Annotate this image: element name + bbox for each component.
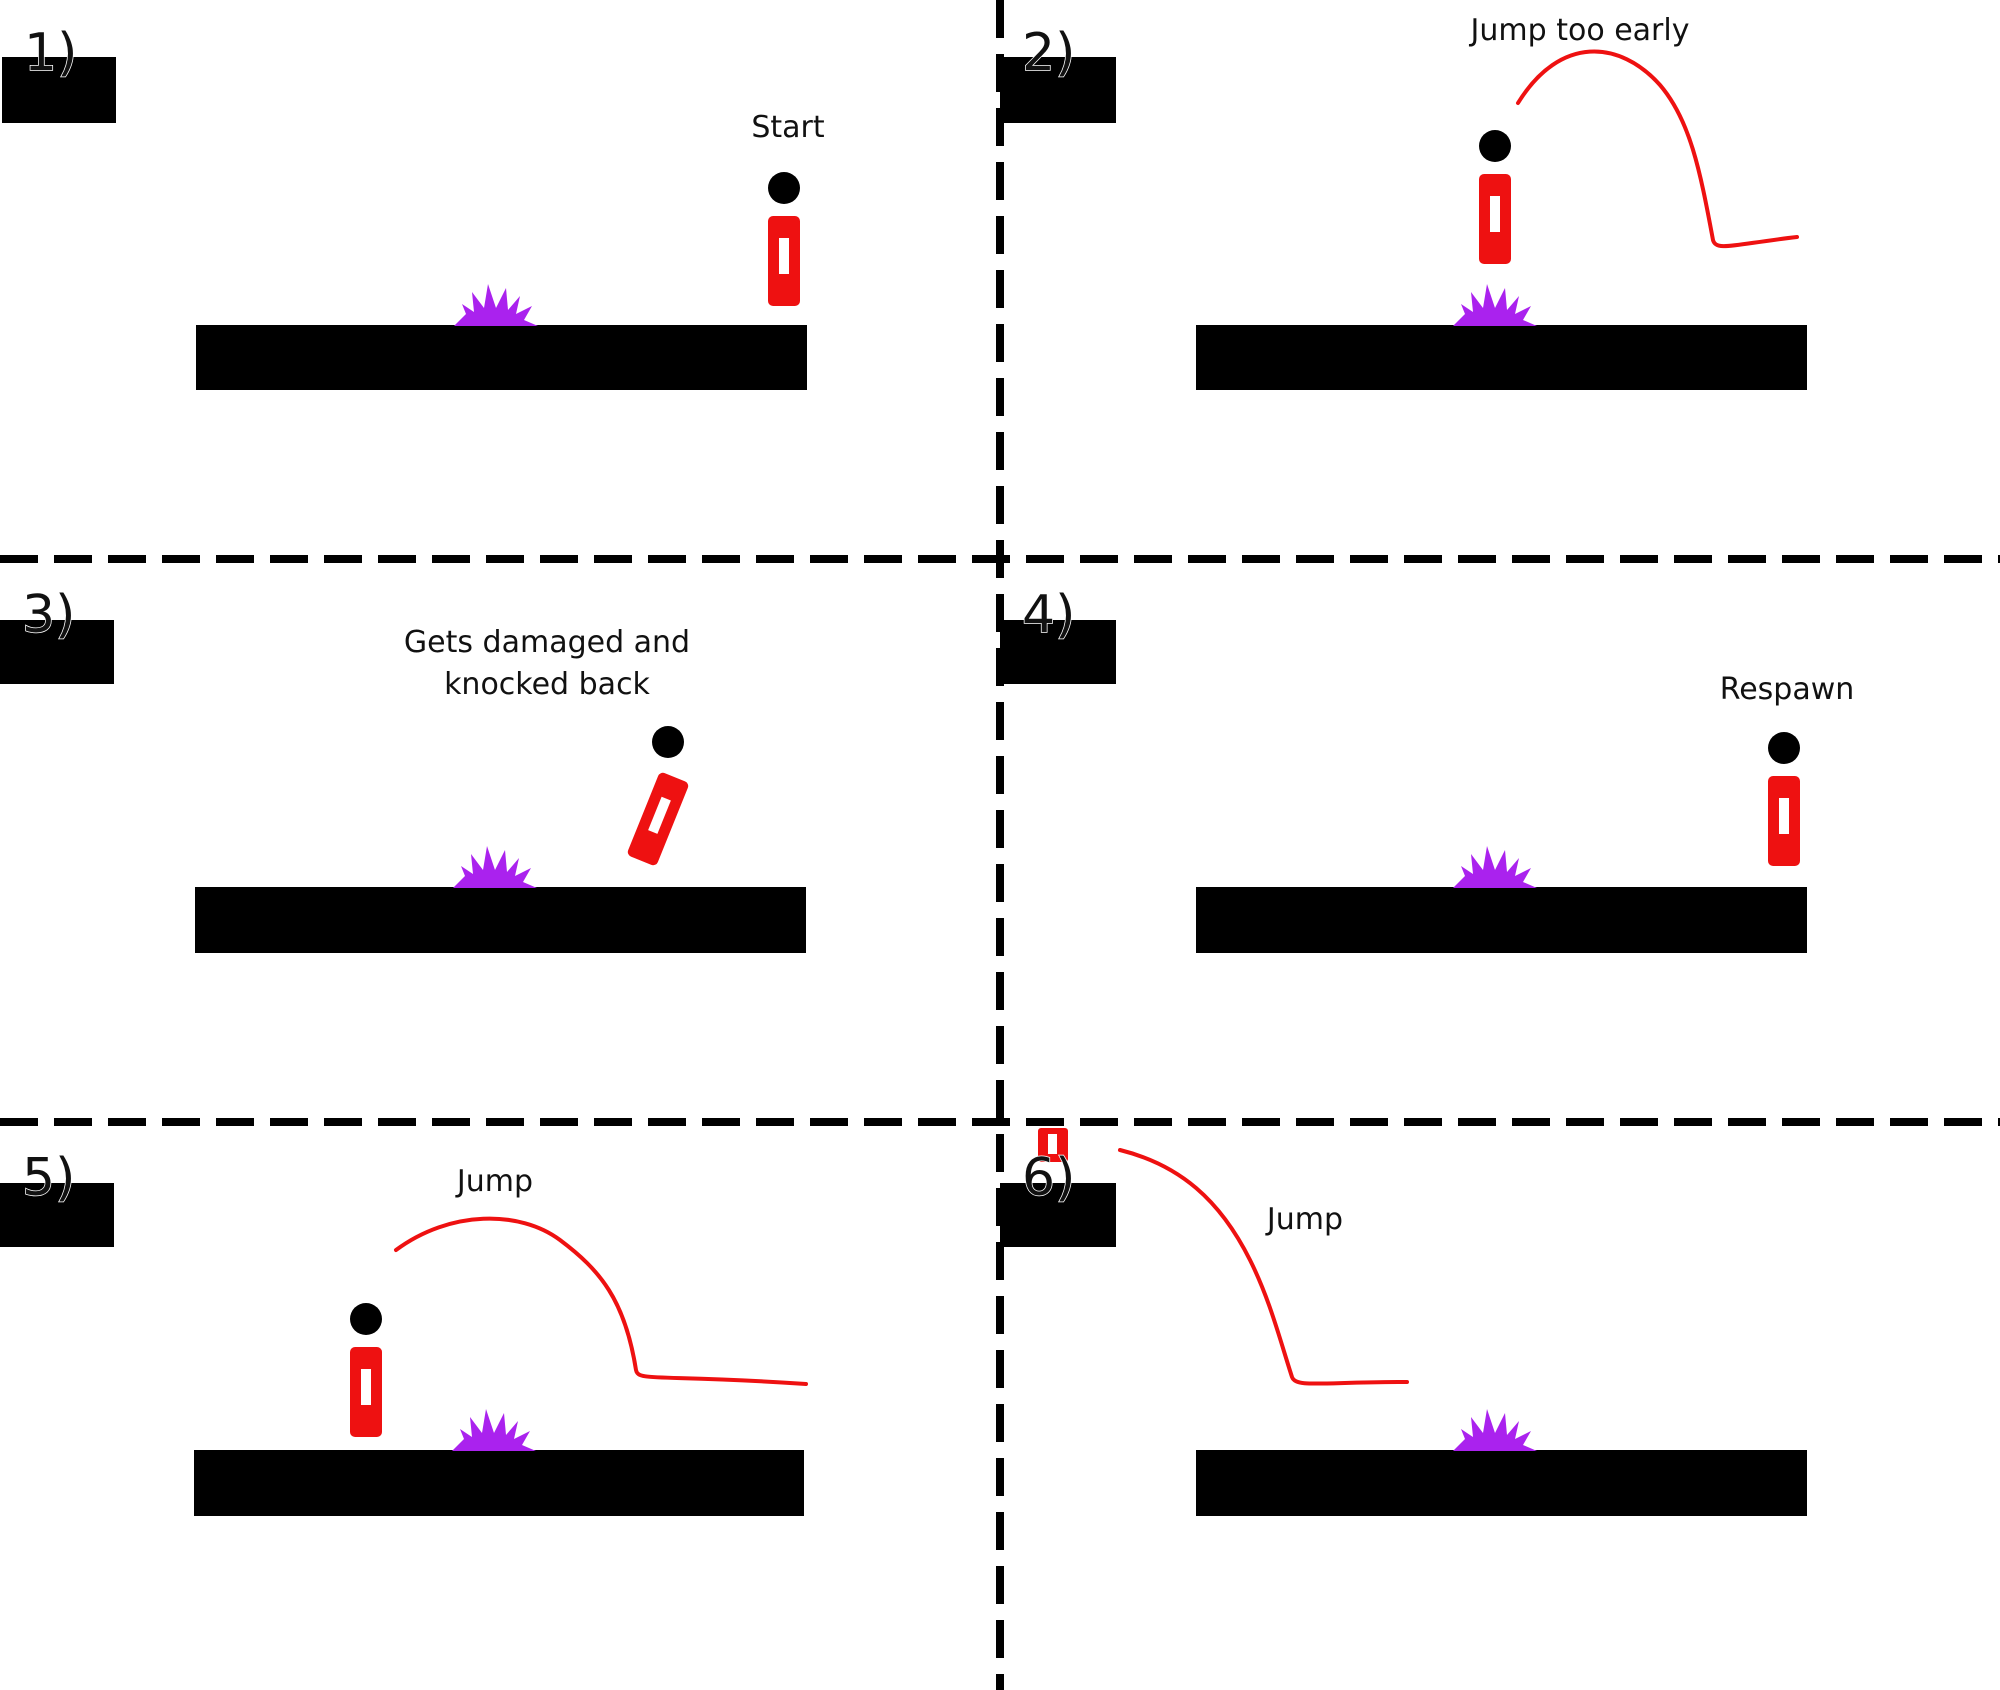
player-stick-figure-icon — [350, 1303, 382, 1437]
panel-2: 2) Jump too early — [1000, 13, 1807, 390]
ground-platform — [1196, 325, 1807, 390]
ground-platform — [194, 1450, 804, 1516]
ground-platform — [195, 887, 806, 953]
caption-knocked-back: knocked back — [444, 667, 650, 702]
ledge-platform — [1000, 1183, 1116, 1247]
ledge-platform — [2, 57, 116, 123]
purple-spike-hazard-icon — [454, 284, 538, 326]
player-body-stripe — [1048, 1134, 1057, 1154]
jump-trajectory-line — [1118, 1148, 1409, 1386]
jump-trajectory-line — [394, 1216, 808, 1386]
caption-jump: Jump — [455, 1164, 533, 1199]
panel-6: 6) Jump — [1000, 1128, 1807, 1516]
player-stick-figure-icon — [1479, 130, 1511, 264]
ground-platform — [1196, 887, 1807, 953]
purple-spike-hazard-icon — [452, 1409, 536, 1451]
purple-spike-hazard-icon — [1453, 846, 1537, 888]
panel-number: 6) — [1022, 1148, 1075, 1208]
purple-spike-hazard-icon — [1453, 1409, 1537, 1451]
jump-trajectory-line — [1516, 49, 1799, 249]
caption-gets-damaged: Gets damaged and — [404, 625, 690, 660]
player-head — [652, 726, 684, 758]
purple-spike-hazard-icon — [1453, 284, 1537, 326]
panel-1: 1) Start — [2, 22, 825, 390]
panel-4: 4) Respawn — [1000, 584, 1855, 953]
ground-platform — [1196, 1450, 1807, 1516]
ground-platform — [196, 325, 807, 390]
player-stick-figure-icon — [1768, 732, 1800, 866]
ledge-platform — [1000, 620, 1116, 684]
player-stick-figure-icon — [768, 172, 800, 306]
panel-5: 5) Jump — [0, 1147, 808, 1516]
caption-respawn: Respawn — [1720, 672, 1855, 707]
panel-number: 2) — [1022, 23, 1075, 83]
panel-number: 5) — [22, 1148, 75, 1208]
ledge-platform — [1000, 57, 1116, 123]
player-stick-figure-icon — [627, 772, 689, 866]
panel-number: 4) — [1022, 585, 1075, 645]
caption-jump-too-early: Jump too early — [1469, 13, 1690, 48]
panel-3: 3) Gets damaged and knocked back — [0, 584, 806, 953]
panel-number: 1) — [24, 23, 77, 83]
purple-spike-hazard-icon — [453, 846, 537, 888]
caption-jump: Jump — [1265, 1202, 1343, 1237]
ledge-platform — [0, 620, 114, 684]
caption-start: Start — [751, 110, 825, 145]
panel-number: 3) — [22, 585, 75, 645]
ledge-platform — [0, 1183, 114, 1247]
